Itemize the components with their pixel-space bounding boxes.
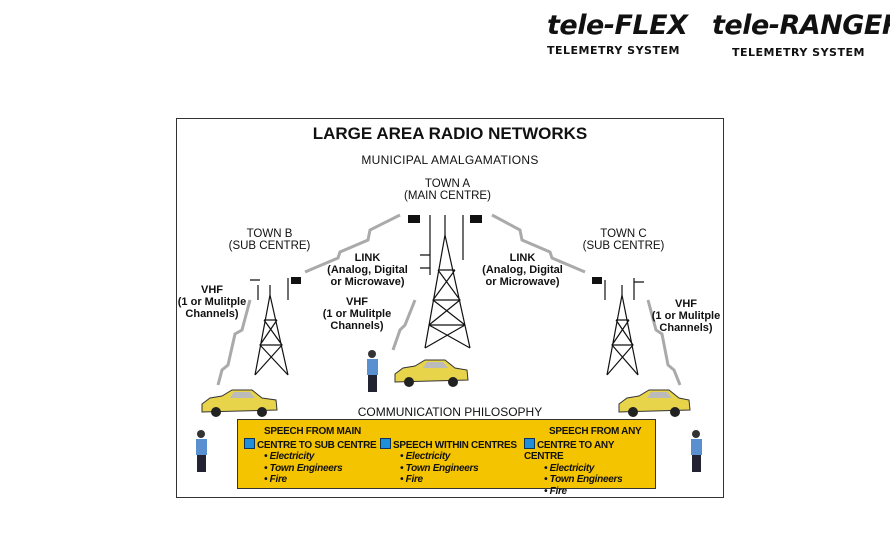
- tower-town-a: [420, 215, 471, 349]
- philosophy-title: COMMUNICATION PHILOSOPHY: [357, 405, 543, 419]
- radio-links: [216, 213, 682, 386]
- tele-ranger-subtitle: TELEMETRY SYSTEM: [732, 46, 865, 59]
- cars: [201, 359, 691, 417]
- diagram-title: LARGE AREA RADIO NETWORKS: [312, 124, 588, 143]
- town-b-label: TOWN B(SUB CENTRE): [228, 228, 311, 252]
- town-a-label: TOWN A(MAIN CENTRE): [404, 178, 491, 202]
- diagram-subtitle: MUNICIPAL AMALGAMATIONS: [361, 153, 539, 167]
- people: [196, 350, 702, 472]
- philosophy-column-1: SPEECH FROM MAIN CENTRE TO SUB CENTRE • …: [244, 426, 377, 486]
- tele-flex-subtitle: TELEMETRY SYSTEM: [547, 44, 680, 57]
- antenna-dishes: [291, 215, 602, 284]
- tele-flex-logo: tele-FLEX: [547, 10, 688, 41]
- philosophy-column-3: SPEECH FROM ANY CENTRE TO ANY CENTRE • E…: [524, 426, 642, 497]
- square-bullet-icon: [244, 437, 255, 449]
- tele-ranger-logo: tele-RANGER: [712, 10, 890, 41]
- tower-town-c: [604, 278, 644, 376]
- town-c-label: TOWN C(SUB CENTRE): [582, 228, 665, 252]
- philosophy-column-2: SPEECH WITHIN CENTRES • Electricity • To…: [380, 426, 517, 486]
- square-bullet-icon: [524, 437, 535, 449]
- square-bullet-icon: [380, 437, 391, 449]
- philosophy-box: SPEECH FROM MAIN CENTRE TO SUB CENTRE • …: [237, 419, 656, 497]
- diagram-frame: [176, 118, 724, 498]
- tower-town-b: [250, 278, 289, 376]
